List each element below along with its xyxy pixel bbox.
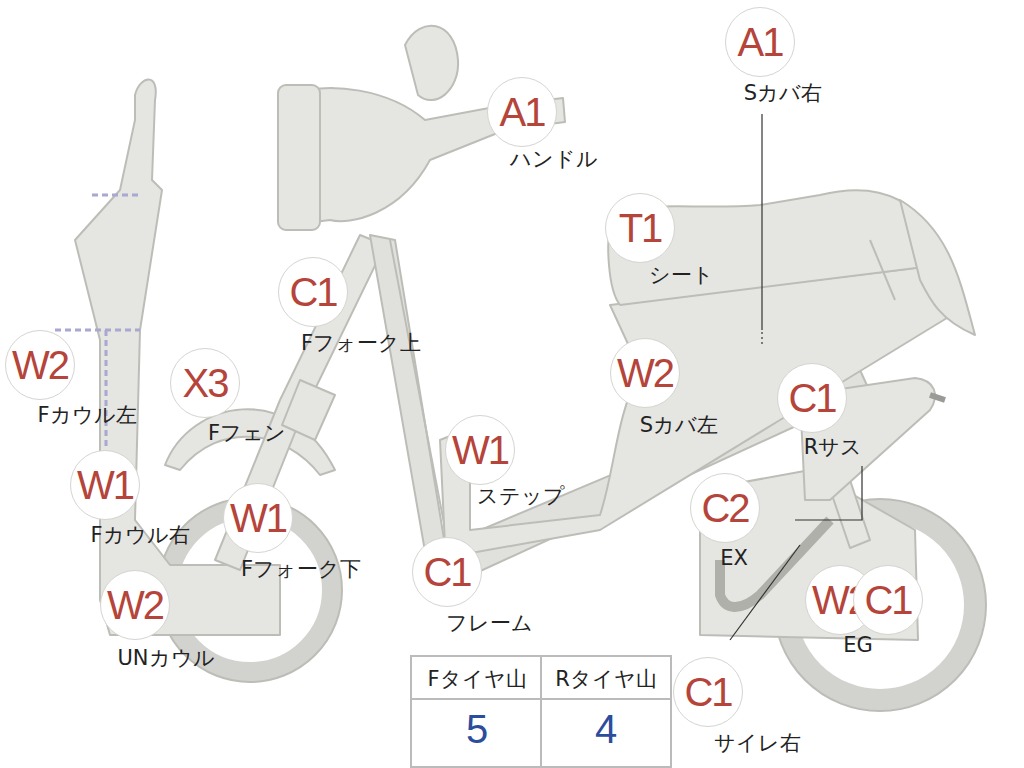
callout-circle: C1 xyxy=(853,565,923,635)
callout-code: W2 xyxy=(6,331,74,399)
callout-code: C1 xyxy=(279,258,347,326)
part-name: Fフォーク下 xyxy=(241,557,361,582)
part-name: EX xyxy=(720,546,748,571)
table-header: Rタイヤ山 xyxy=(555,665,657,693)
callout-circle: C2EX xyxy=(690,473,760,543)
callout-code: C1 xyxy=(854,566,922,634)
part-name: ハンドル xyxy=(510,147,598,172)
callout-circle: A1Sカバ右 xyxy=(725,7,795,77)
part-name: Fカウル右 xyxy=(90,523,189,548)
table-header: Fタイヤ山 xyxy=(427,665,526,693)
callout-code: C1 xyxy=(674,658,742,726)
callout-code: W1 xyxy=(71,451,139,519)
callout-code: C1 xyxy=(413,538,481,606)
part-name: EG xyxy=(843,633,873,657)
callout-circle: W2Sカバ左 xyxy=(610,338,680,408)
callout-code: T1 xyxy=(606,194,674,262)
callout-code: X3 xyxy=(171,349,239,417)
callout-circle: W1Fカウル右 xyxy=(70,450,140,520)
part-name: Fカウル左 xyxy=(37,403,136,428)
callout-code: C1 xyxy=(778,364,846,432)
part-name: Rサス xyxy=(804,435,863,460)
part-name: Sカバ左 xyxy=(640,413,718,438)
callout-circle: T1シート xyxy=(605,193,675,263)
part-name: Sカバ右 xyxy=(744,81,822,106)
callout-circle: W2UNカウル xyxy=(100,570,170,640)
callout-circle: W1Fフォーク下 xyxy=(223,483,293,553)
callout-code: W1 xyxy=(446,416,514,484)
part-name: サイレ右 xyxy=(714,731,801,756)
callout-circle: A1ハンドル xyxy=(487,77,557,147)
callout-circle: W1ステップ xyxy=(445,415,515,485)
callout-code: A1 xyxy=(726,8,794,76)
part-name: フレーム xyxy=(446,611,533,636)
callout-code: W2 xyxy=(101,571,169,639)
callout-circle: C1フレーム xyxy=(412,537,482,607)
part-name: UNカウル xyxy=(117,646,214,671)
callout-circle: W2Fカウル左 xyxy=(5,330,75,400)
callout-code: C2 xyxy=(691,474,759,542)
table-value: 4 xyxy=(595,707,617,752)
tire-tread-table: Fタイヤ山 Rタイヤ山 5 4 xyxy=(410,655,672,768)
part-name: Fフェン xyxy=(208,421,286,446)
callout-circle: C1Rサス xyxy=(777,363,847,433)
table-value: 5 xyxy=(466,707,488,752)
part-name: シート xyxy=(649,263,714,288)
callout-circle: X3Fフェン xyxy=(170,348,240,418)
callout-circle: C1サイレ右 xyxy=(673,657,743,727)
callout-code: W2 xyxy=(611,339,679,407)
part-name: Fフォーク上 xyxy=(301,331,421,356)
callout-code: A1 xyxy=(488,78,556,146)
callout-code: W1 xyxy=(224,484,292,552)
callout-circle: C1Fフォーク上 xyxy=(278,257,348,327)
part-name: ステップ xyxy=(477,484,565,509)
